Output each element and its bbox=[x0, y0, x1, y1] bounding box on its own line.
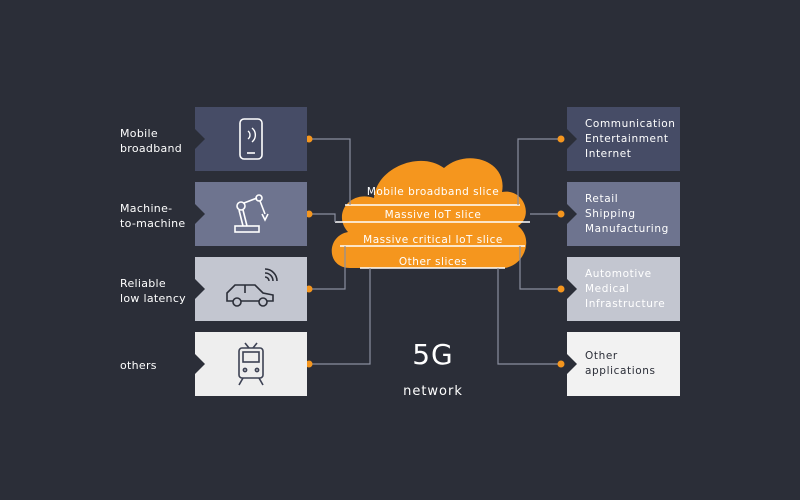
left-label-others: others bbox=[120, 359, 157, 372]
left-label-reliable-low-latency: Reliable low latency bbox=[120, 277, 186, 305]
smartphone-icon bbox=[239, 118, 263, 160]
left-label-mobile-broadband: Mobile broadband bbox=[120, 127, 183, 155]
tile-retail: Retail Shipping Manufacturing bbox=[567, 182, 680, 246]
slice-label-massive-iot: Massive IoT slice bbox=[384, 209, 482, 221]
left-label-machine-to-machine: Machine- to-machine bbox=[120, 202, 186, 230]
tile-others bbox=[195, 332, 307, 396]
tile-other-applications: Other applications bbox=[567, 332, 680, 396]
right-label-communication: Communication Entertainment Internet bbox=[585, 117, 676, 160]
right-label-automotive: Automotive Medical Infrastructure bbox=[585, 267, 666, 310]
slice-label-mobile-broadband: Mobile broadband slice bbox=[366, 186, 500, 198]
network-title: 5G bbox=[412, 338, 454, 371]
slice-label-other-slices: Other slices bbox=[398, 256, 468, 268]
tile-mobile-broadband bbox=[195, 107, 307, 171]
cloud-shape bbox=[331, 158, 527, 269]
connected-car-icon bbox=[226, 268, 278, 307]
train-icon bbox=[238, 342, 264, 386]
tile-automotive: Automotive Medical Infrastructure bbox=[567, 257, 680, 321]
slice-label-massive-critical-iot: Massive critical IoT slice bbox=[363, 234, 503, 246]
network-subtitle: network bbox=[403, 384, 463, 399]
robot-arm-icon bbox=[234, 194, 269, 233]
tile-machine-to-machine bbox=[195, 182, 307, 246]
tile-reliable-low-latency bbox=[195, 257, 307, 321]
right-label-other-applications: Other applications bbox=[585, 350, 656, 377]
right-label-retail: Retail Shipping Manufacturing bbox=[585, 192, 669, 235]
tile-communication: Communication Entertainment Internet bbox=[567, 107, 680, 171]
